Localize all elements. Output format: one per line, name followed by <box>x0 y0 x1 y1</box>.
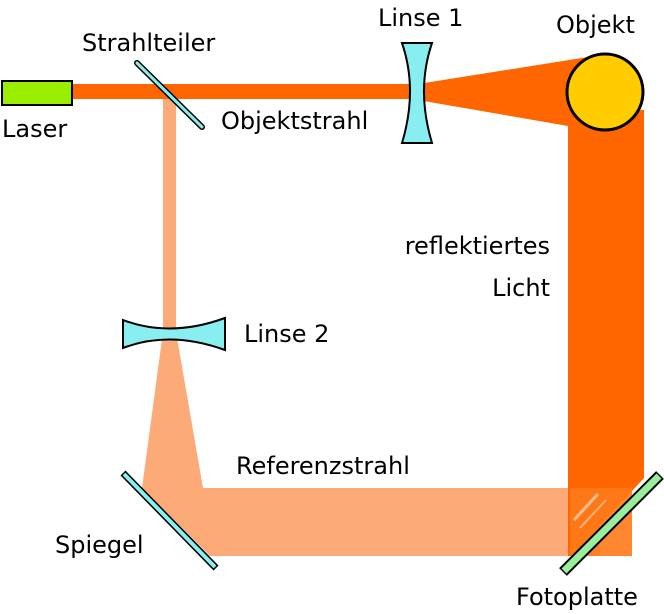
reflected-light-beam <box>568 110 644 556</box>
label-beam-splitter: Strahlteiler <box>82 29 215 57</box>
object-beam-narrow <box>72 84 420 99</box>
label-reference-beam: Referenzstrahl <box>236 452 410 480</box>
label-mirror: Spiegel <box>55 531 144 559</box>
interference-region <box>570 488 632 556</box>
reference-beam-diverging <box>142 332 600 556</box>
beam-splitter <box>134 60 205 130</box>
label-object: Objekt <box>556 11 635 39</box>
laser-body <box>1 80 73 106</box>
label-lens-2: Linse 2 <box>244 320 329 348</box>
mirror <box>120 470 219 571</box>
lens-1 <box>400 42 434 144</box>
label-object-beam: Objektstrahl <box>221 107 368 135</box>
label-reflected-light-2: Licht <box>492 274 550 302</box>
photo-plate <box>559 471 664 576</box>
label-lens-1: Linse 1 <box>378 4 463 32</box>
label-photo-plate: Fotoplatte <box>516 583 638 611</box>
reference-beam-narrow <box>163 96 176 332</box>
object-sphere <box>565 52 645 132</box>
label-laser: Laser <box>2 115 67 143</box>
lens-2 <box>122 316 226 352</box>
object-beam-diverging <box>418 57 588 126</box>
label-reflected-light-1: reflektiertes <box>405 232 550 260</box>
